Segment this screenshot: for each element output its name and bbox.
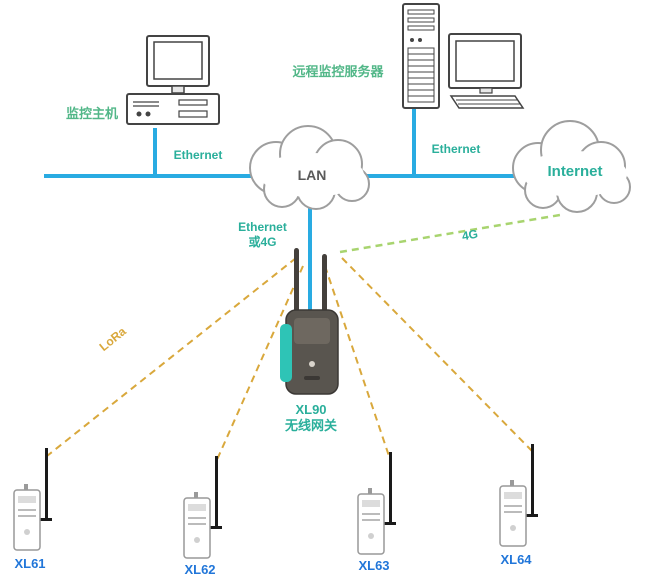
- sensor-node-icon: [13, 448, 52, 551]
- lora-link-line-3: [324, 265, 392, 463]
- lora-link-line-1: [46, 257, 297, 457]
- wan-4g-dashed-line: [339, 213, 561, 254]
- server-computer-icon: [402, 3, 525, 109]
- server-label: 远程监控服务器: [292, 64, 384, 79]
- sensor-node-icon: [357, 452, 396, 555]
- lora-link-line-4: [341, 257, 534, 453]
- monitor-host-label: 监控主机: [65, 106, 118, 121]
- lan-cloud-label: LAN: [297, 167, 327, 183]
- desktop-computer-icon: [126, 35, 220, 125]
- uplink-label-line1: Ethernet: [238, 220, 287, 234]
- internet-cloud-label: Internet: [547, 163, 603, 180]
- ethernet-label-right: Ethernet: [431, 142, 481, 156]
- sensor-label-2: XL62: [184, 562, 216, 577]
- antenna-left: [294, 248, 299, 316]
- sensor-label-4: XL64: [500, 552, 532, 567]
- gateway-accent-strip: [280, 324, 292, 382]
- sensor-label-1: XL61: [14, 556, 46, 571]
- ethernet-label-left: Ethernet: [173, 148, 223, 162]
- gateway-label: XL90 无线网关: [266, 402, 356, 435]
- antenna-right: [322, 254, 327, 316]
- lan-cloud-shape: [249, 125, 370, 210]
- gateway-uplink-label: Ethernet 或4G: [220, 220, 305, 250]
- wireless-gateway-icon: [280, 248, 339, 395]
- gateway-label-name: 无线网关: [284, 418, 337, 434]
- sensor-label-3: XL63: [358, 558, 390, 573]
- sensor-node-icon: [183, 456, 222, 559]
- wan-4g-label: 4G: [460, 226, 480, 244]
- uplink-label-line2: 或4G: [248, 235, 277, 249]
- sensor-node-icon: [499, 444, 538, 547]
- gateway-label-model: XL90: [295, 402, 327, 417]
- internet-cloud-shape: [512, 120, 631, 213]
